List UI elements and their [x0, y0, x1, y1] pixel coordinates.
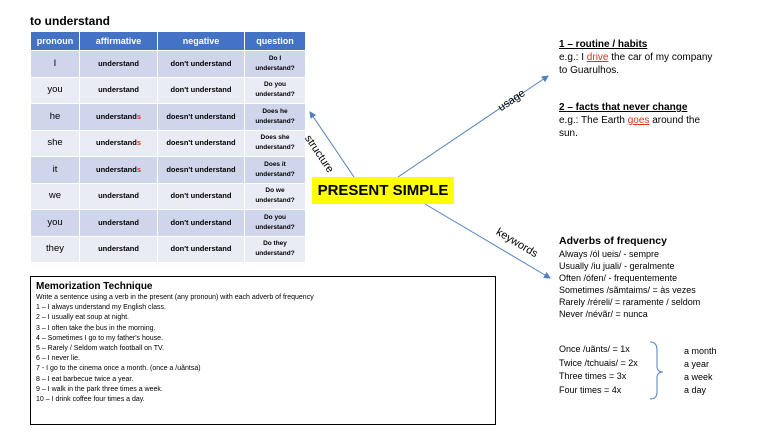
adverb-item: Never /névãr/ = nunca [559, 309, 648, 319]
affirmative-cell: understands [79, 156, 158, 184]
usage-1-title: 1 – routine / habits [559, 39, 648, 50]
usage-2-title: 2 – facts that never change [559, 102, 688, 113]
pronoun-cell: I [30, 50, 80, 78]
keywords-arrow [424, 203, 551, 279]
negative-cell: doesn't understand [157, 129, 245, 157]
usage-arrow [397, 75, 549, 178]
frequency-item: Once /uãnts/ = 1x [559, 344, 630, 354]
affirmative-cell: understand [79, 182, 158, 210]
usage-1-example-line2: to Guarulhos. [559, 65, 620, 76]
memo-title: Memorization Technique [36, 281, 153, 292]
period-item: a year [684, 359, 710, 369]
pronoun-cell: they [30, 235, 80, 263]
header-pronoun: pronoun [30, 31, 80, 51]
negative-cell: don't understand [157, 209, 245, 237]
table-row: she understands doesn't understand Does … [30, 129, 306, 157]
conjugation-table: pronoun affirmative negative question I … [30, 31, 306, 263]
memo-line: 8 – I eat barbecue twice a year. [36, 375, 134, 383]
header-question: question [244, 31, 306, 51]
adverb-item: Rarely /réreli/ = raramente / seldom [559, 297, 701, 307]
memo-line: 3 – I often take the bus in the morning. [36, 324, 156, 332]
negative-cell: doesn't understand [157, 103, 245, 131]
frequency-periods: a month a year a week a day [684, 345, 717, 397]
pronoun-cell: it [30, 156, 80, 184]
memorization-box: Memorization Technique Write a sentence … [30, 276, 496, 425]
affirmative-cell: understand [79, 209, 158, 237]
page-title: to understand [30, 14, 110, 28]
memo-line: 2 – I usually eat soup at night. [36, 314, 130, 322]
frequency-brace [649, 341, 664, 400]
central-topic: PRESENT SIMPLE [312, 177, 454, 204]
frequency-item: Three times = 3x [559, 371, 627, 381]
pronoun-cell: he [30, 103, 80, 131]
usage-1-example: e.g.: I drive the car of my company [559, 52, 713, 63]
table-row: he understands doesn't understand Does h… [30, 103, 306, 131]
memo-line: 4 – Sometimes I go to my father's house. [36, 334, 164, 342]
pronoun-cell: you [30, 76, 80, 104]
frequency-counts: Once /uãnts/ = 1x Twice /tchuais/ = 2x T… [559, 343, 638, 397]
period-item: a month [684, 346, 717, 356]
affirmative-cell: understand [79, 50, 158, 78]
usage-2-example: e.g.: The Earth goes around the [559, 115, 701, 126]
negative-cell: don't understand [157, 76, 245, 104]
pronoun-cell: we [30, 182, 80, 210]
memo-line: 10 – I drink coffee four times a day. [36, 396, 145, 404]
memo-line: 1 – I always understand my English class… [36, 304, 166, 312]
pronoun-cell: she [30, 129, 80, 157]
affirmative-cell: understands [79, 129, 158, 157]
period-item: a day [684, 385, 707, 395]
memo-line: Write a sentence using a verb in the pre… [36, 294, 314, 301]
memo-line: 7 - I go to the cinema once a month. (on… [36, 365, 201, 373]
structure-arrow [309, 111, 355, 178]
frequency-item: Four times = 4x [559, 384, 622, 395]
table-row: it understands doesn't understand Does i… [30, 156, 306, 184]
adverb-item: Always /ól ueis/ - sempre [559, 249, 660, 259]
memo-line: 6 – I never lie. [36, 355, 80, 363]
period-item: a week [684, 372, 713, 382]
adverbs-list: Adverbs of frequency Always /ól ueis/ - … [559, 234, 700, 320]
memo-line: 9 – I walk in the park three times a wee… [36, 385, 163, 393]
usage-notes: 1 – routine / habits e.g.: I drive the c… [559, 38, 759, 140]
usage-2-example-line2: sun. [559, 128, 578, 139]
table-row: they understand don't understand Do they… [30, 235, 306, 263]
negative-cell: don't understand [157, 235, 245, 263]
adverb-item: Often /ófen/ - frequentemente [559, 273, 678, 283]
memo-line: 5 – Rarely / Seldom watch football on TV… [36, 345, 165, 353]
pronoun-cell: you [30, 209, 80, 237]
adverb-item: Sometimes /sãmtaims/ = às vezes [559, 285, 696, 295]
frequency-item: Twice /tchuais/ = 2x [559, 357, 638, 368]
adverbs-title: Adverbs of frequency [559, 235, 667, 247]
adverb-item: Usually /iu juali/ - geralmente [559, 261, 675, 271]
negative-cell: don't understand [157, 182, 245, 210]
header-affirmative: affirmative [79, 31, 158, 51]
affirmative-cell: understand [79, 235, 158, 263]
negative-cell: doesn't understand [157, 156, 245, 184]
